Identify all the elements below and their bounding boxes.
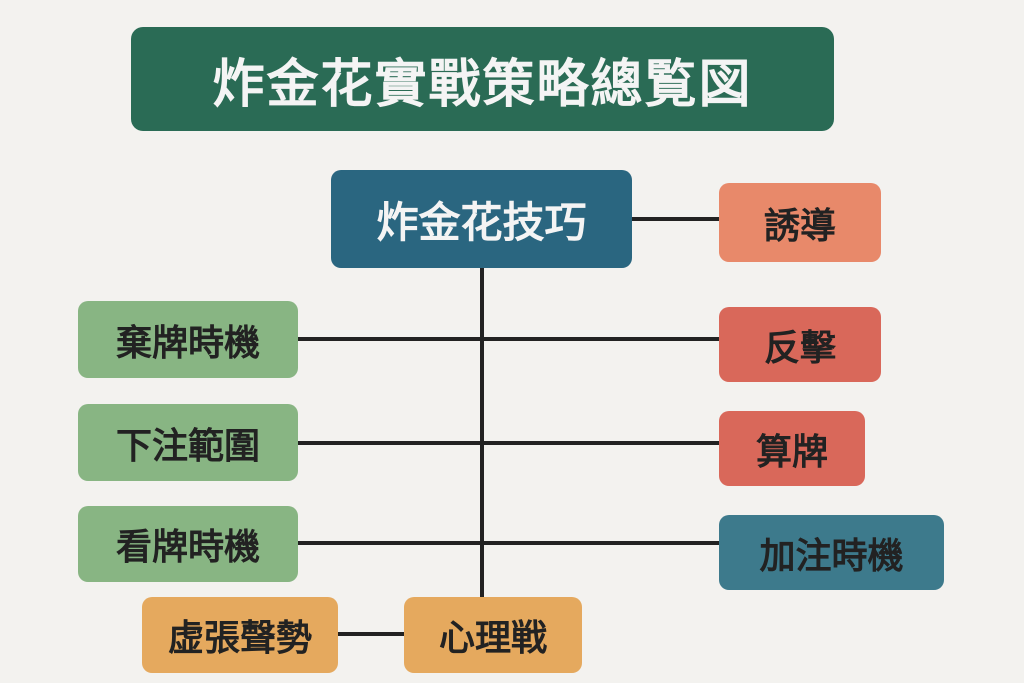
connector-bluff-psych (338, 632, 404, 636)
node-psychological-warfare: 心理戦 (404, 597, 582, 673)
node-induce: 誘導 (719, 183, 881, 262)
node-fold-timing: 棄牌時機 (78, 301, 298, 378)
connector-row-2 (298, 441, 719, 445)
node-look-timing: 看牌時機 (78, 506, 298, 582)
connector-vertical-trunk (480, 268, 484, 597)
connector-row-3 (298, 541, 719, 545)
node-bet-range: 下注範圍 (78, 404, 298, 481)
node-raise-timing: 加注時機 (719, 515, 944, 590)
connector-center-induce (632, 217, 719, 221)
node-center: 炸金花技巧 (331, 170, 632, 268)
node-card-counting: 算牌 (719, 411, 865, 486)
node-bluff: 虚張聲勢 (142, 597, 338, 673)
connector-row-1 (298, 337, 719, 341)
diagram-title: 炸金花實戰策略總覧図 (131, 27, 834, 131)
node-counterattack: 反擊 (719, 307, 881, 382)
